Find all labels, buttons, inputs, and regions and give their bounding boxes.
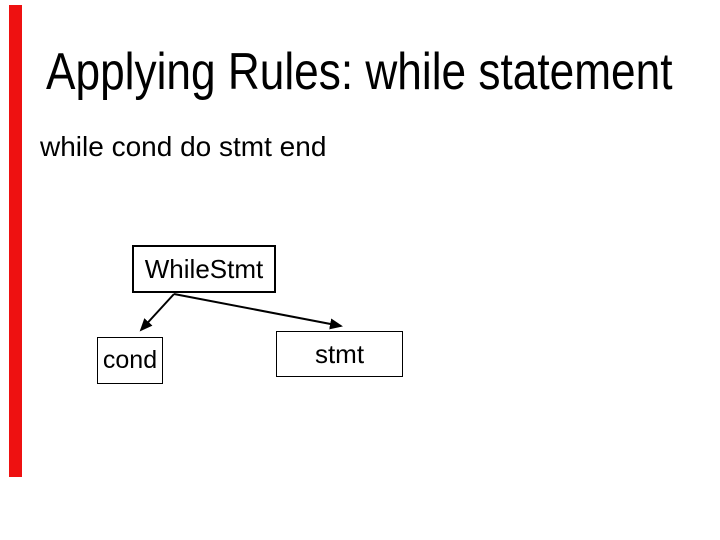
red-accent-bar — [9, 5, 22, 477]
tree-node-cond: cond — [97, 337, 163, 384]
tree-node-stmt-label: stmt — [314, 339, 365, 369]
tree-node-whilestmt-label: WhileStmt — [144, 254, 264, 284]
slide-title: Applying Rules: while statement — [46, 43, 673, 101]
tree-node-stmt: stmt — [276, 331, 403, 377]
code-line: while cond do stmt end — [40, 131, 327, 162]
tree-node-cond-label: cond — [102, 346, 158, 374]
tree-node-whilestmt: WhileStmt — [132, 245, 276, 293]
edge-whilestmt-to-cond — [139, 293, 175, 332]
edge-whilestmt-to-stmt — [173, 293, 343, 330]
